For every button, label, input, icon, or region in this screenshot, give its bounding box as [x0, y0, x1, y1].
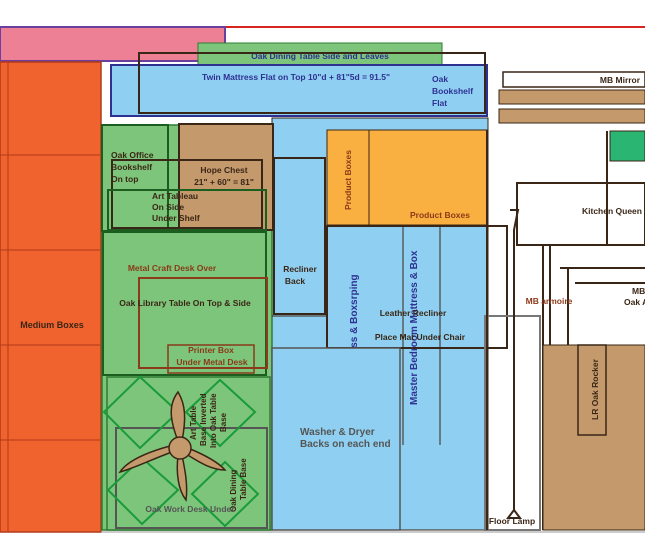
diamond-bases — [102, 375, 260, 528]
master-bedroom-mattress-label: Master Bedroom Mattress & Box — [409, 250, 420, 405]
diamond-base — [102, 375, 180, 450]
twin-mattress-label: Twin Mattress Flat on Top 10"d + 81"5d =… — [202, 72, 390, 82]
oak-dining-table-base-line2: Table Base — [239, 458, 248, 500]
printer-box-line1: Printer Box — [188, 345, 234, 355]
lr-oak-rocker-label: LR Oak Rocker — [590, 358, 600, 420]
washer-dryer-line2: Backs on each end — [300, 439, 391, 450]
art-tableau-line2: On Side — [152, 202, 184, 212]
medium-boxes-area — [0, 61, 102, 533]
gray-outline — [484, 315, 541, 531]
art-table-base-line1: Art Table — [189, 405, 198, 440]
mb-armoire-label: MB armoire — [526, 296, 573, 306]
oak-work-desk-label: Oak Work Desk Under — [145, 504, 235, 514]
product-boxes-label: Product Boxes — [410, 210, 470, 220]
leather-recliner — [326, 225, 508, 349]
washer-dryer — [271, 347, 401, 531]
oak-library-table — [138, 277, 268, 369]
ceiling-fan-icon — [118, 390, 227, 502]
printer-box-line2: Under Metal Desk — [176, 357, 248, 367]
fan-blade — [185, 447, 227, 471]
kitchen-queen-label: Kitchen Queen — [582, 206, 642, 216]
ryan-mattress-label: Ryan Mattress & Boxsrping — [349, 274, 360, 405]
mb-mirror — [502, 71, 645, 88]
oak-bookshelf-label-line1: Oak — [432, 74, 448, 84]
recliner-back — [273, 157, 326, 315]
product-boxes-vertical-label: Product Boxes — [343, 150, 353, 210]
art-tableau-line1: Art Tableau — [152, 191, 198, 201]
lr-oak-rocker — [542, 344, 645, 531]
fan-hub — [168, 436, 192, 460]
art-table-base-line3: Into Oak Table — [209, 393, 218, 448]
oak-work-desk — [115, 427, 268, 529]
floor-lamp-label: Floor Lamp — [489, 516, 535, 526]
hope-chest-line2: 21" + 60" = 81" — [194, 177, 254, 187]
art-tableau-shelf — [107, 189, 267, 231]
oak-dining-table-label: Oak Dining Table Side and Leaves — [251, 51, 389, 61]
oak-bookshelf-label-line3: Flat — [432, 98, 447, 108]
metal-craft-desk-label: Metal Craft Desk Over — [128, 263, 217, 273]
brown-bar — [498, 108, 645, 124]
art-tableau-line3: Under Shelf — [152, 213, 200, 223]
fan-blade — [170, 390, 186, 442]
mb-oak-line1: MB — [632, 286, 645, 296]
oak-office-bookshelf-line2: Bookshelf — [111, 162, 152, 172]
twin-mattress — [110, 64, 488, 117]
mb-mirror-label: MB Mirror — [600, 75, 641, 85]
recliner-back-line2: Back — [285, 276, 306, 286]
oak-dining-table-base-line1: Oak Dining — [229, 470, 238, 512]
art-table-base-line2: Base Inverted — [199, 393, 208, 446]
recliner-back-line1: Recliner — [283, 264, 317, 274]
hope-chest — [178, 123, 274, 231]
art-table-base-line4: Base — [219, 412, 228, 432]
diamond-base — [184, 378, 257, 448]
mb-oak-line2: Oak A — [624, 297, 645, 307]
art-tableau-outline — [111, 159, 263, 229]
product-boxes-vertical — [326, 129, 370, 226]
kitchen-queen — [516, 182, 645, 246]
oak-office-bookshelf-line1: Oak Office — [111, 150, 154, 160]
washer-dryer-line1: Washer & Dryer — [300, 427, 375, 438]
printer-box — [167, 344, 255, 374]
pink-area — [0, 26, 226, 62]
product-boxes — [368, 129, 489, 226]
floor-lamp-icon — [506, 209, 522, 519]
lr-oak-rocker-seat — [577, 344, 607, 436]
twin-mattress-outline — [138, 52, 486, 114]
fan-blade — [176, 454, 188, 502]
oak-library-table-label: Oak Library Table On Top & Side — [119, 298, 251, 308]
leather-recliner-label: Leather Recliner — [380, 308, 447, 318]
diamond-base — [190, 460, 260, 528]
bright-green-block — [609, 130, 645, 162]
brown-bar — [498, 89, 645, 105]
hope-chest-line1: Hope Chest — [200, 165, 247, 175]
oak-bookshelf-label-line2: Bookshelf — [432, 86, 473, 96]
oak-office-bookshelf-line3: On top — [111, 174, 138, 184]
fan-blade — [118, 445, 173, 474]
medium-boxes-label: Medium Boxes — [20, 320, 84, 330]
diamond-base — [106, 456, 180, 526]
place-mat-label: Place Mat Under Chair — [375, 332, 466, 342]
